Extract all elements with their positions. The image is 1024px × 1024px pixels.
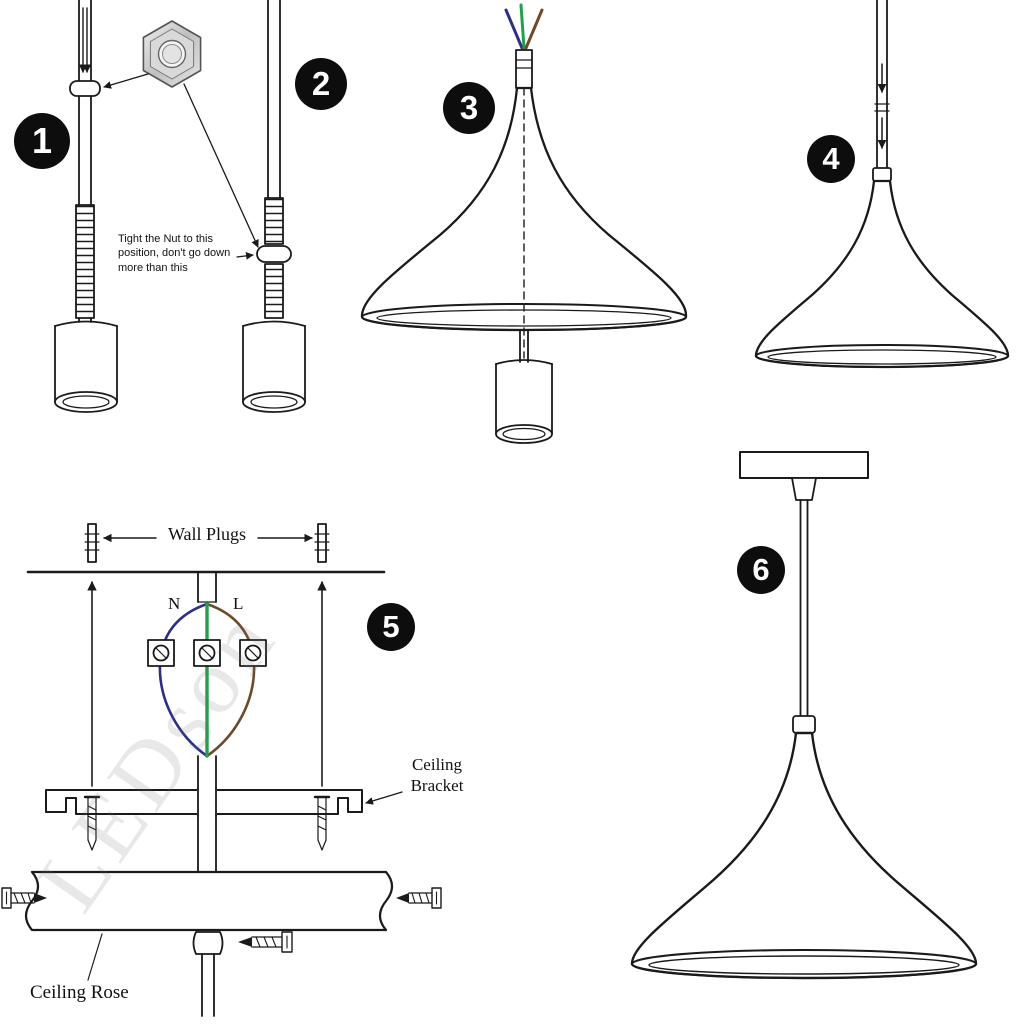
step5-wall-plugs [84, 523, 330, 563]
step-6-badge: 6 [737, 546, 785, 594]
step-2-badge: 2 [295, 58, 347, 110]
terminal-n-label: N [168, 594, 181, 613]
step-1-badge: 1 [14, 113, 70, 169]
step5-ceiling-bracket [45, 755, 403, 873]
live-wire-brown [205, 602, 256, 758]
neutral-wire-blue [158, 602, 209, 758]
step-6-number: 6 [752, 552, 770, 587]
step-3-badge: 3 [443, 82, 495, 134]
step2-rod-assembly [236, 0, 306, 413]
step3-shade [360, 49, 688, 444]
nut-position-note: Tight the Nut to this position, don't go… [118, 233, 231, 274]
terminal-l-label: L [233, 594, 244, 613]
step-4-badge: 4 [807, 135, 855, 183]
wire-green [519, 3, 526, 50]
step3-wires [504, 3, 544, 50]
ceiling-rose-label: Ceiling Rose [30, 982, 129, 1003]
step-4-number: 4 [822, 141, 840, 176]
step5-terminal-blocks [147, 639, 267, 667]
step5-ceiling-and-tube [26, 570, 386, 787]
step4-shade [754, 0, 1010, 369]
step5-ceiling-rose [1, 870, 442, 1017]
wire-blue [504, 8, 524, 50]
step-2-number: 2 [311, 65, 331, 102]
nut-pointer-arrows [103, 73, 259, 248]
hex-nut-detail [142, 20, 202, 88]
step-5-badge: 5 [367, 603, 415, 651]
step1-rod-assembly [54, 0, 118, 413]
ceiling-bracket-label: Ceiling Bracket [410, 755, 464, 796]
step-3-number: 3 [459, 89, 479, 126]
step6-assembled-lamp [630, 451, 978, 980]
wire-brown [524, 8, 544, 50]
step-1-number: 1 [31, 120, 53, 161]
step5-wire-loop [158, 602, 256, 758]
wall-plugs-label: Wall Plugs [167, 524, 247, 544]
step-5-number: 5 [382, 609, 400, 644]
